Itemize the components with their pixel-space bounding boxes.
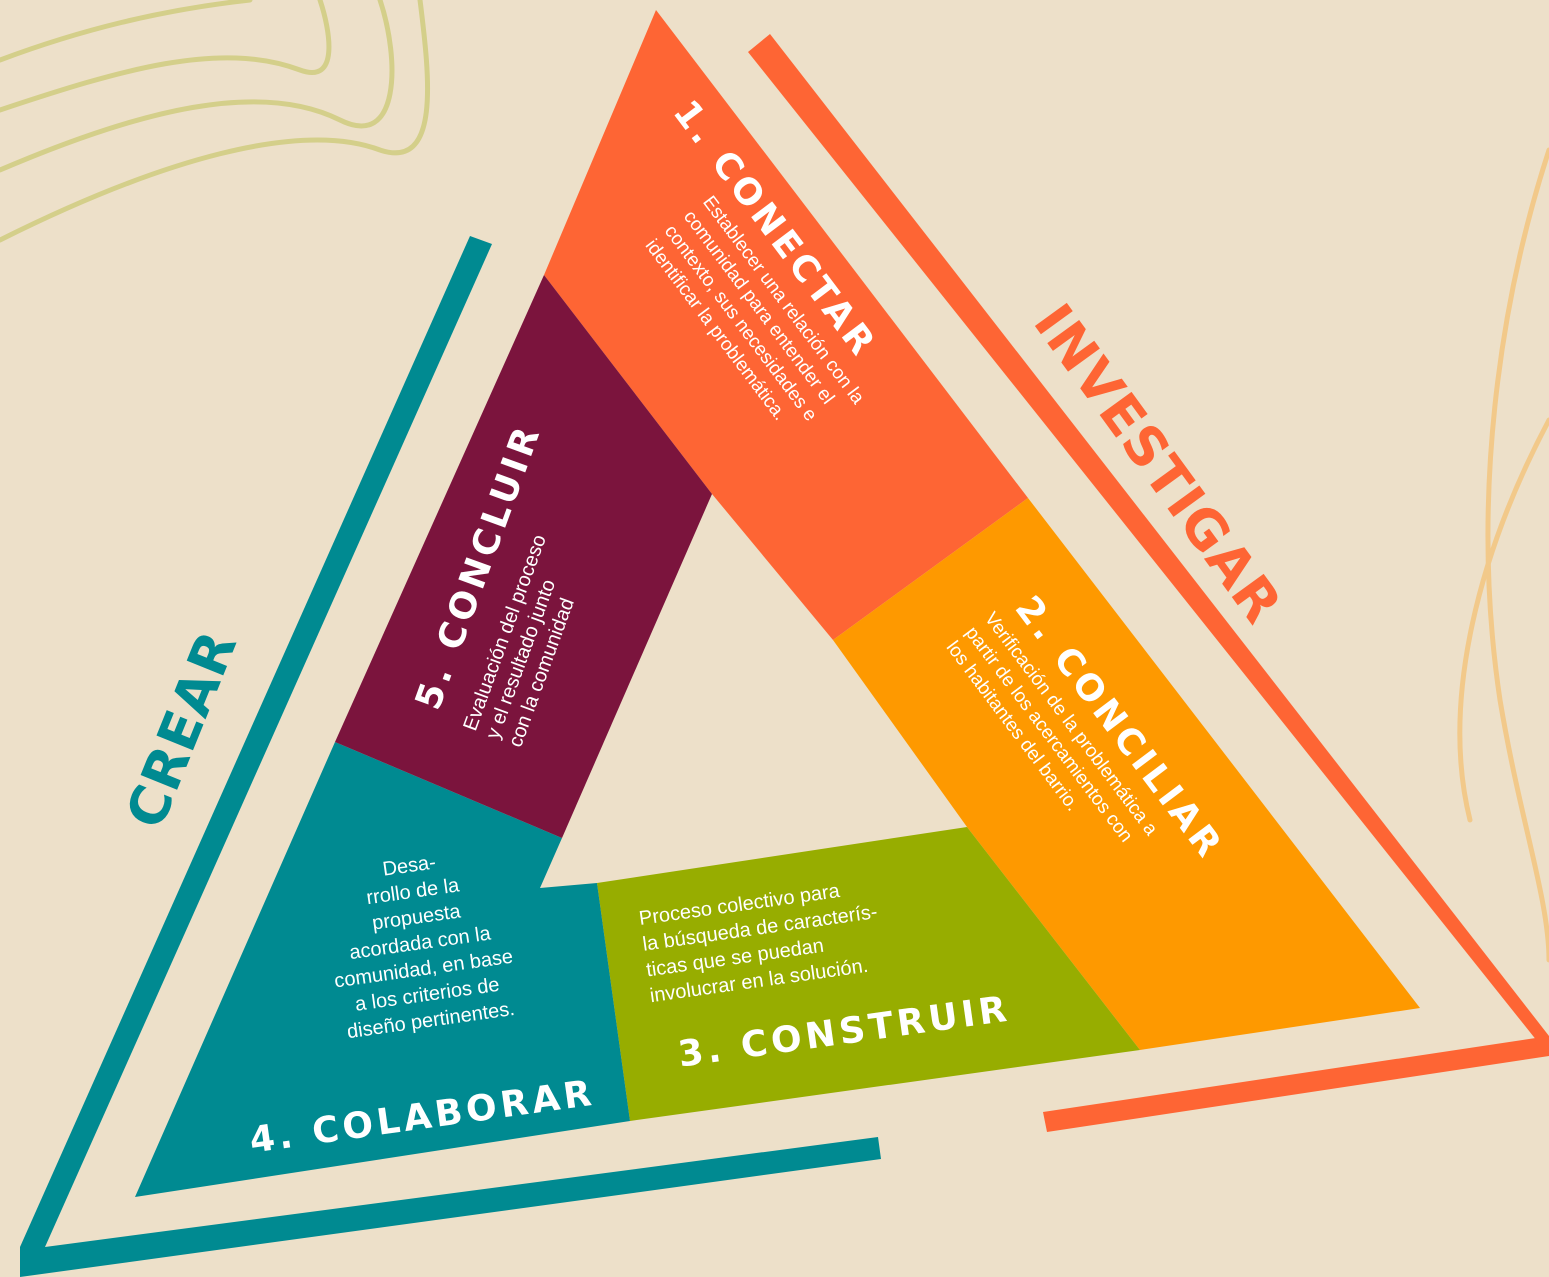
investigar-base-bar	[1043, 1036, 1549, 1132]
crear-base-bar	[20, 1137, 881, 1277]
decorative-topo-lines	[0, 0, 431, 243]
crear-bar	[20, 236, 492, 1247]
investigar-bar	[748, 34, 1549, 1056]
segment-conciliar	[833, 498, 1420, 1050]
segment-conectar	[544, 10, 1028, 640]
segment-concluir	[335, 275, 712, 838]
segment-colaborar	[135, 742, 630, 1197]
decorative-right-lines	[1457, 147, 1549, 963]
segment-construir	[597, 827, 1140, 1121]
